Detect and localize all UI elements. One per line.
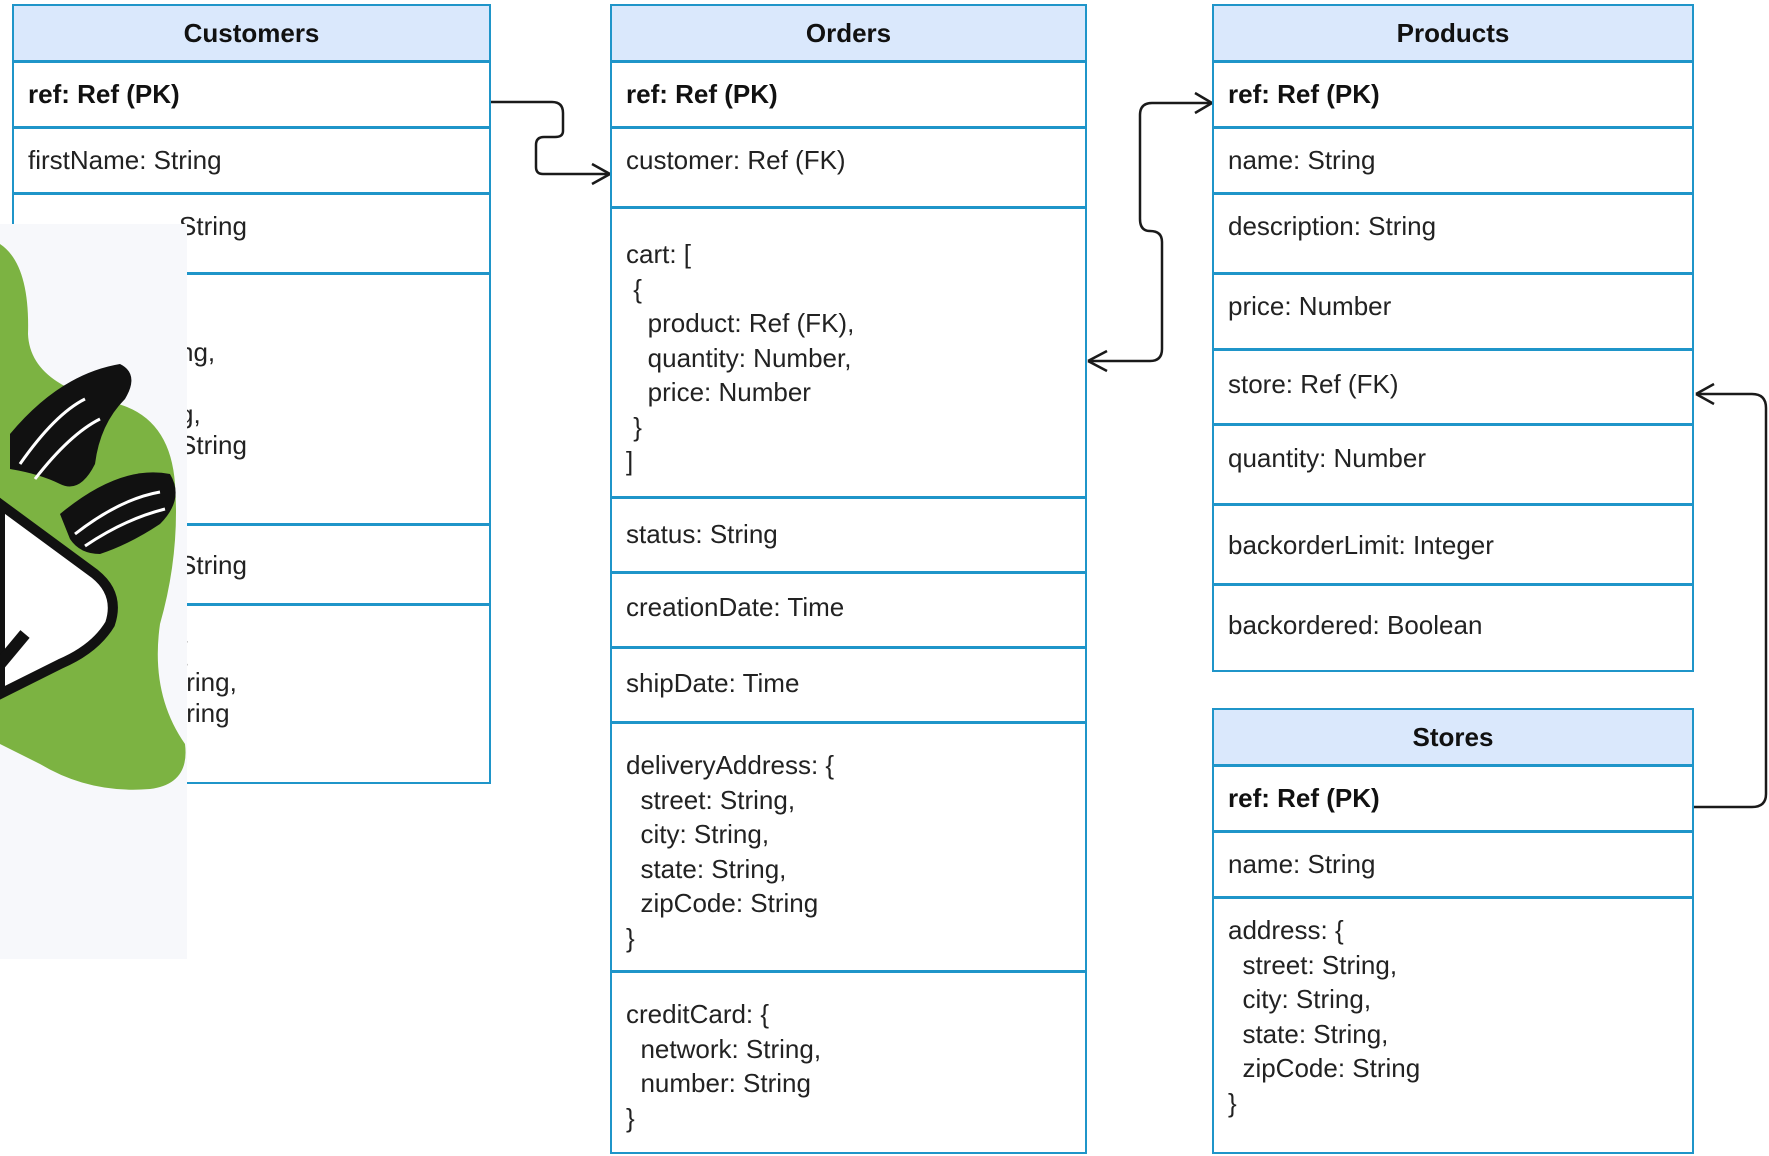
products-pk-row: ref: Ref (PK) bbox=[1214, 63, 1692, 129]
customers-row-firstname: firstName: String bbox=[14, 129, 489, 195]
stores-row-name: name: String bbox=[1214, 833, 1692, 899]
products-row-description: description: String bbox=[1214, 195, 1692, 275]
stores-entity[interactable]: Stores ref: Ref (PK) name: String addres… bbox=[1212, 708, 1694, 1154]
products-header: Products bbox=[1214, 6, 1692, 63]
crowfoot-product-store bbox=[1695, 382, 1715, 406]
products-row-price: price: Number bbox=[1214, 275, 1692, 351]
customers-row-lastname: String bbox=[14, 195, 489, 275]
crowfoot-product-ref bbox=[1194, 91, 1213, 115]
customers-row-creditcard: { tring, tring bbox=[179, 636, 237, 728]
crowfoot-order-customer bbox=[591, 162, 611, 186]
stores-row-address: address: { street: String, city: String,… bbox=[1228, 915, 1421, 1118]
connector-cart-product bbox=[1088, 101, 1212, 363]
orders-row-customer: customer: Ref (FK) bbox=[612, 129, 1085, 209]
crowfoot-cart bbox=[1087, 349, 1108, 373]
orders-row-creditcard: creditCard: { network: String, number: S… bbox=[626, 999, 822, 1133]
stores-pk-row: ref: Ref (PK) bbox=[1214, 767, 1692, 833]
connector-customer-order bbox=[489, 100, 610, 176]
orders-row-deliveryaddress: deliveryAddress: { street: String, city:… bbox=[612, 724, 1085, 973]
orders-entity[interactable]: Orders ref: Ref (PK) customer: Ref (FK) … bbox=[610, 4, 1087, 1154]
orders-row-shipdate: shipDate: Time bbox=[612, 649, 1085, 724]
orders-row-creationdate: creationDate: Time bbox=[612, 574, 1085, 649]
products-row-backordered: backordered: Boolean bbox=[1228, 610, 1483, 640]
products-row-backorderlimit: backorderLimit: Integer bbox=[1214, 506, 1692, 586]
customers-header: Customers bbox=[14, 6, 489, 63]
orders-row-cart: cart: [ { product: Ref (FK), quantity: N… bbox=[612, 209, 1085, 499]
products-entity[interactable]: Products ref: Ref (PK) name: String desc… bbox=[1212, 4, 1694, 672]
leafy-illustration-icon bbox=[0, 224, 187, 959]
orders-pk-row: ref: Ref (PK) bbox=[612, 63, 1085, 129]
orders-header: Orders bbox=[612, 6, 1085, 63]
products-row-name: name: String bbox=[1214, 129, 1692, 195]
orders-row-status: status: String bbox=[612, 499, 1085, 574]
customers-pk-row: ref: Ref (PK) bbox=[14, 63, 489, 129]
products-row-store: store: Ref (FK) bbox=[1214, 351, 1692, 426]
customers-row-password: String bbox=[14, 526, 489, 606]
connector-product-store bbox=[1694, 392, 1768, 809]
stores-header: Stores bbox=[1214, 710, 1692, 767]
products-row-quantity: quantity: Number bbox=[1214, 426, 1692, 506]
